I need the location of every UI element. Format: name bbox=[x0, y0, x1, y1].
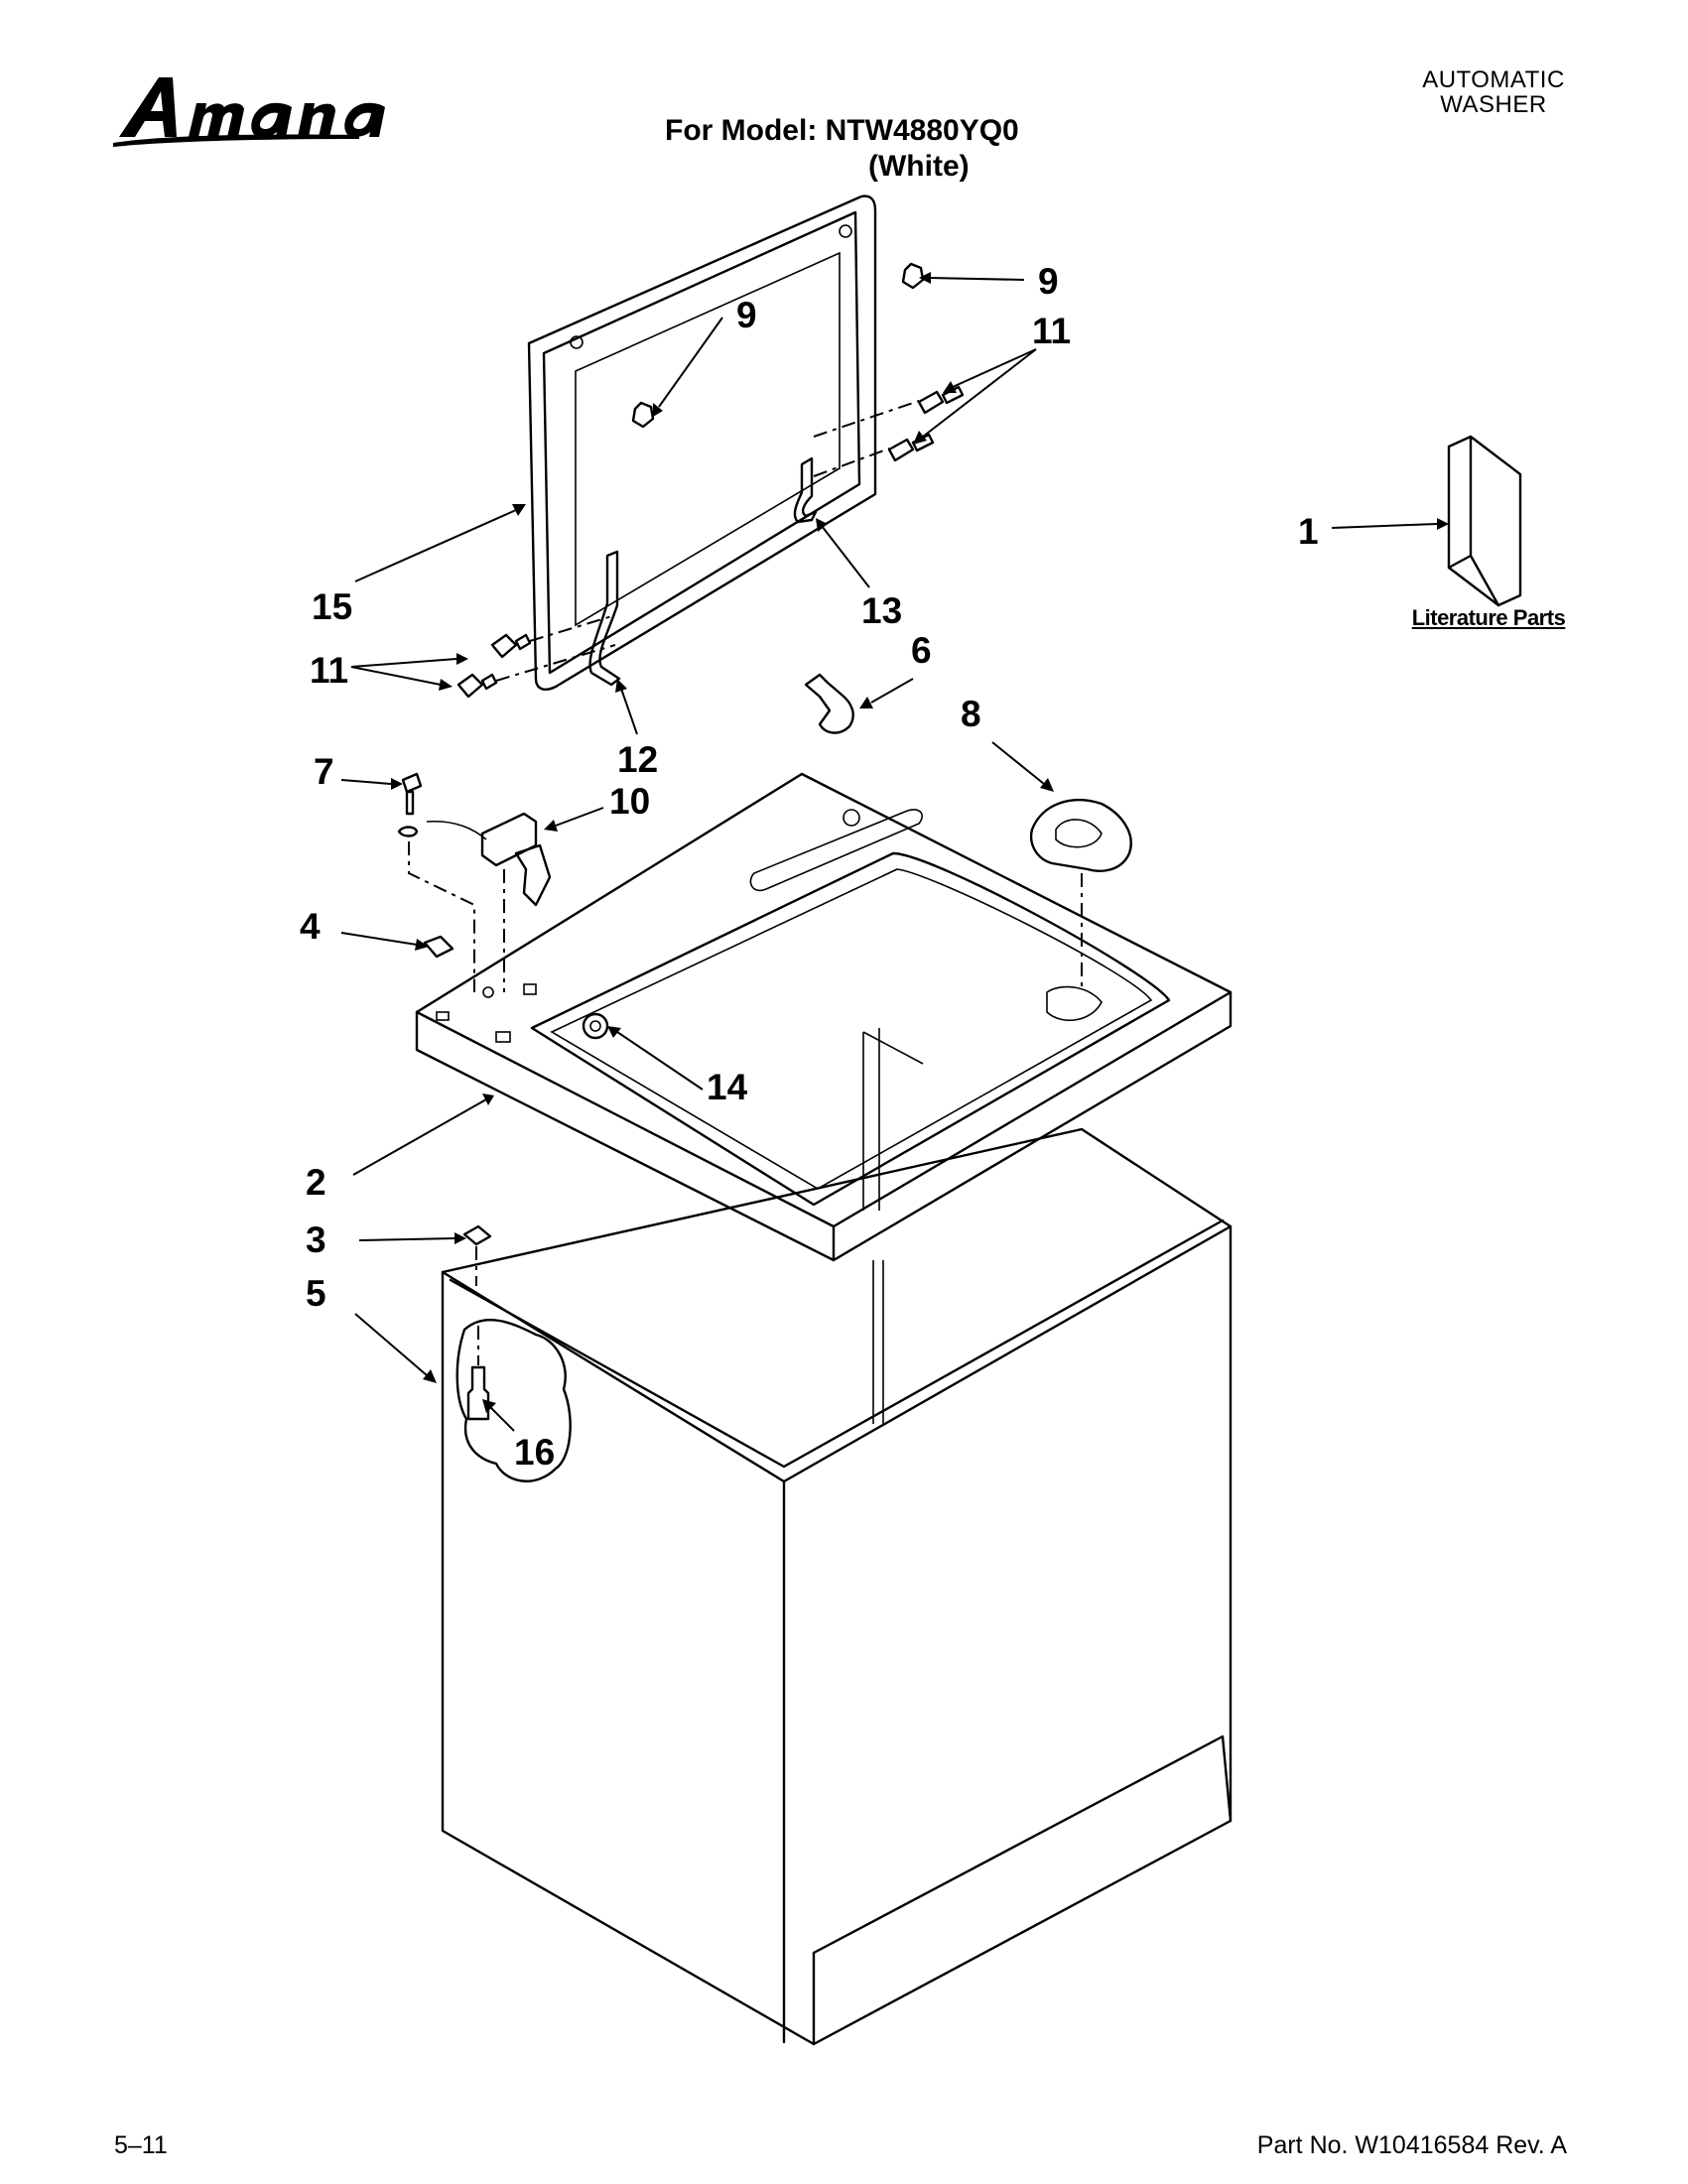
lid-switch-10 bbox=[426, 812, 552, 992]
callout-11-lower: 11 bbox=[310, 650, 348, 691]
lid bbox=[527, 194, 877, 691]
softener-dispenser-8 bbox=[1029, 799, 1132, 992]
clip-6 bbox=[804, 673, 854, 734]
clip-3 bbox=[462, 1224, 492, 1286]
model-line: For Model: NTW4880YQ0 bbox=[665, 114, 1019, 147]
leader-lines bbox=[340, 272, 1449, 1432]
callout-13: 13 bbox=[861, 590, 902, 631]
amana-logo bbox=[113, 77, 385, 147]
callout-7: 7 bbox=[314, 751, 334, 792]
callout-12: 12 bbox=[617, 739, 658, 780]
callout-10: 10 bbox=[609, 781, 650, 822]
callout-2: 2 bbox=[306, 1162, 326, 1203]
callout-3: 3 bbox=[306, 1220, 326, 1260]
callout-1: 1 bbox=[1298, 511, 1319, 552]
literature-booklet bbox=[1447, 435, 1522, 607]
hinge-screws-lower bbox=[456, 614, 616, 699]
callout-11-upper: 11 bbox=[1032, 311, 1071, 351]
literature-parts-label: Literature Parts bbox=[1411, 605, 1566, 630]
callout-9-upper: 9 bbox=[1038, 261, 1059, 302]
doc-type-line1: AUTOMATIC bbox=[1422, 66, 1565, 93]
callout-14: 14 bbox=[707, 1067, 748, 1107]
grommet-14 bbox=[582, 1012, 609, 1040]
document-type: AUTOMATIC WASHER bbox=[1389, 67, 1598, 117]
callout-16: 16 bbox=[514, 1432, 555, 1473]
hinge-12 bbox=[588, 550, 621, 687]
bumper-9-lower bbox=[631, 401, 655, 429]
doc-type-line2: WASHER bbox=[1440, 91, 1547, 118]
page-number: 5–11 bbox=[114, 2131, 168, 2159]
bumper-9-upper bbox=[901, 262, 925, 290]
cabinet bbox=[441, 1127, 1233, 2046]
screw-7 bbox=[397, 772, 475, 992]
clip-4 bbox=[423, 935, 454, 959]
hinge-13 bbox=[793, 456, 818, 524]
model-heading: For Model: NTW4880YQ0 (White) bbox=[665, 113, 1062, 185]
part-number: Part No. W10416584 Rev. A bbox=[1256, 2131, 1567, 2159]
callout-numbers: 1 2 3 4 5 6 7 8 9 9 10 11 11 12 13 14 15… bbox=[300, 261, 1319, 1473]
callout-5: 5 bbox=[306, 1273, 326, 1314]
callout-8: 8 bbox=[961, 694, 981, 734]
callout-4: 4 bbox=[300, 906, 321, 947]
callout-9-lower: 9 bbox=[736, 295, 757, 335]
callout-15: 15 bbox=[312, 586, 352, 627]
top-panel bbox=[415, 772, 1233, 1262]
callout-6: 6 bbox=[911, 630, 932, 671]
color-line: (White) bbox=[868, 150, 970, 183]
hinge-screws-upper bbox=[813, 385, 965, 477]
